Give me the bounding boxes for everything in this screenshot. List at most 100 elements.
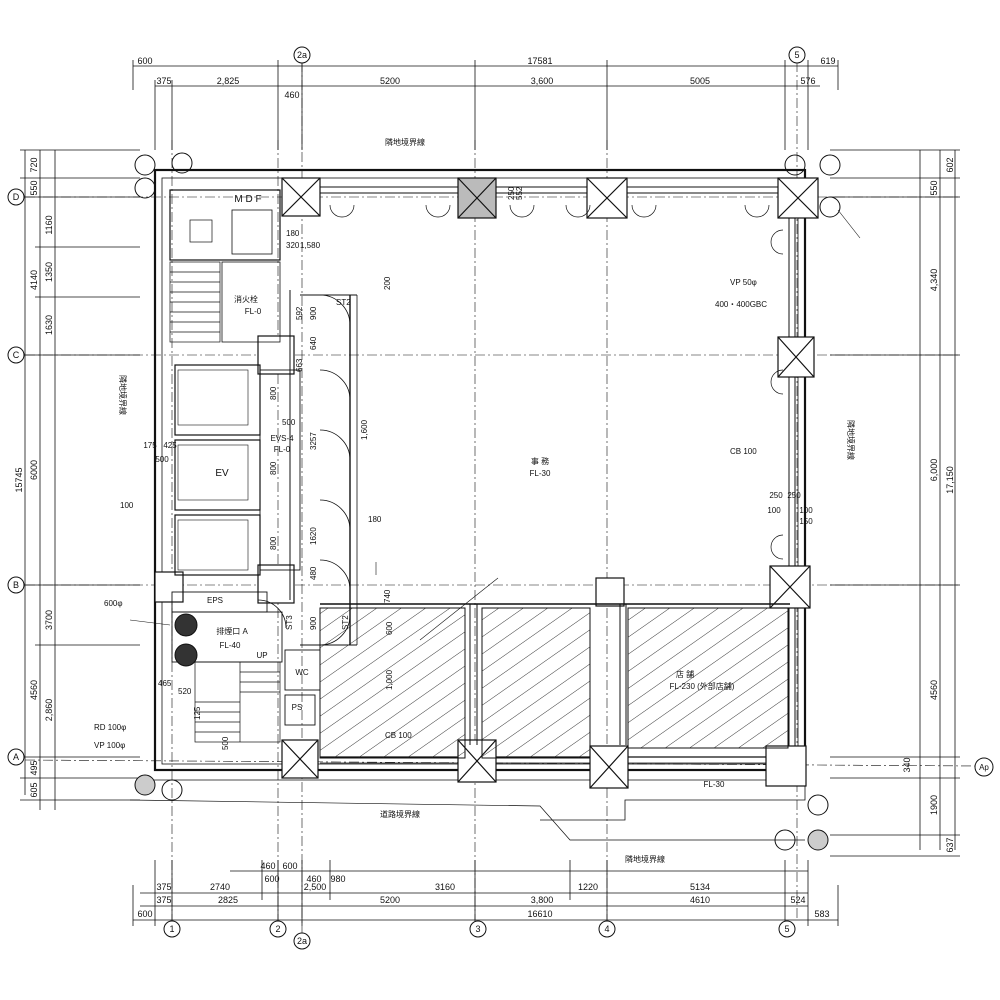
label-d-180b: 180 (368, 515, 382, 524)
corner-circles (134, 152, 841, 851)
window-marks (329, 204, 784, 560)
axis-label-bottom-2: 2 (275, 924, 280, 934)
label-top-boundary: 隣地境界線 (385, 137, 425, 147)
column-d-2a (281, 177, 321, 217)
label-evsa: EVS-4 (270, 434, 294, 443)
label-d-180: 180 (286, 229, 300, 238)
stair-south (194, 661, 281, 743)
dim-bottom-r1-2: 600 (282, 861, 297, 871)
dim-bottom-r3-2: 2740 (210, 882, 230, 892)
dim-left-495: 495 (29, 760, 39, 775)
dim-left-605: 605 (29, 782, 39, 797)
label-d-3257: 3257 (309, 432, 318, 450)
label-up: UP (256, 651, 267, 660)
label-finish-3: CB 100 (730, 447, 757, 456)
annotations: 隣地境界線 道路境界線 隣地境界線 隣地境界線 隣地境界線 VP 50φ 400… (94, 137, 856, 864)
dim-top-460: 460 (284, 90, 299, 100)
label-bottom-boundary: 道路境界線 (380, 809, 420, 819)
leader-lines (129, 209, 861, 641)
label-d-320: 320 (286, 241, 300, 250)
dim-inner-425: 425 (163, 441, 177, 450)
column-d-4 (586, 177, 628, 219)
elevator-1 (174, 364, 261, 436)
dim-left-550: 550 (29, 180, 39, 195)
label-fl40: FL-40 (220, 641, 241, 650)
axis-label-bottom-1: 1 (169, 924, 174, 934)
label-d-1580: 1,580 (300, 241, 321, 250)
dim-right-4560: 4560 (929, 680, 939, 700)
dim-bottom-r3-5: 1220 (578, 882, 598, 892)
dim-bottom-r4-3: 5200 (380, 895, 400, 905)
label-office-fl: FL-30 (530, 469, 551, 478)
dim-bottom-r4-1: 375 (156, 895, 171, 905)
label-fire: 消火栓 (234, 294, 258, 304)
dim-right-6000: 6,000 (929, 459, 939, 482)
label-left-boundary: 隣地境界線 (118, 375, 128, 415)
dim-right-17150: 17,150 (945, 466, 955, 494)
label-note-cb: CB 100 (385, 731, 412, 740)
axis-label-right-ap: Ap (979, 763, 989, 772)
label-rd-100: RD 100φ (94, 723, 126, 732)
dim-bottom-r3-3: 2,500 (304, 882, 327, 892)
label-d-520: 520 (178, 687, 192, 696)
label-d-500b: 500 (221, 736, 230, 750)
axis-bubble-left-a (7, 748, 25, 766)
ps-room (284, 694, 316, 726)
right-dimension-texts: 602 550 4,340 6,000 17,150 4560 1900 637… (902, 157, 955, 852)
dim-left-4560: 4560 (29, 680, 39, 700)
label-fl30-south: FL-30 (704, 780, 725, 789)
label-d-640: 640 (309, 336, 318, 350)
label-mdf: M D F (234, 194, 261, 205)
label-d-552: 552 (515, 186, 524, 200)
mdf-room (169, 189, 281, 261)
label-wc: WC (295, 668, 309, 677)
dim-top-right-overhang: 619 (820, 56, 835, 66)
elevator-3 (174, 514, 261, 576)
dim-bottom-r3-6: 5134 (690, 882, 710, 892)
label-st-3: ST3 (285, 615, 294, 630)
label-finish-1: VP 50φ (730, 278, 757, 287)
axis-label-top-5: 5 (794, 50, 799, 60)
dim-right-602: 602 (945, 157, 955, 172)
dim-top-4: 3,600 (531, 76, 554, 86)
label-d-800c: 800 (269, 536, 278, 550)
axis-labels: 2a 5 1 2 2a 3 4 5 D C B A Ap (13, 50, 990, 946)
axis-label-left-a: A (13, 752, 19, 762)
label-st-1: ST2 (336, 298, 351, 307)
axis-bubble-bottom-2a (293, 932, 311, 950)
dim-inner-100b: 100 (799, 506, 813, 515)
dim-inner-175: 175 (143, 441, 157, 450)
label-vp-600: 600φ (104, 599, 123, 608)
dim-bottom-r2-3: 980 (330, 874, 345, 884)
dim-bottom-r1-1: 460 (260, 861, 275, 871)
axis-label-left-c: C (13, 350, 20, 360)
dimension-texts: 600 17581 619 375 2,825 5200 3,600 5005 … (137, 56, 835, 919)
label-office: 事 務 (531, 456, 549, 466)
column-b-4 (595, 577, 625, 607)
label-st-2: ST2 (341, 615, 350, 630)
dim-left-1160: 1160 (44, 215, 54, 234)
label-st-1600: 1,600 (360, 419, 369, 440)
dim-inner-250a: 250 (769, 491, 783, 500)
axis-bubble-bottom-5 (778, 920, 796, 938)
axis-bubble-top-5 (788, 46, 806, 64)
dim-left-15745: 15745 (14, 467, 24, 492)
dim-top-left-overhang: 600 (137, 56, 152, 66)
column-c-5 (777, 336, 815, 378)
axis-label-bottom-3: 3 (475, 924, 480, 934)
dim-bottom-left-overhang: 600 (137, 909, 152, 919)
dim-inner-250b: 250 (787, 491, 801, 500)
label-d-800b: 800 (269, 461, 278, 475)
label-right-boundary: 隣地境界線 (846, 420, 856, 460)
dim-bottom-r3-1: 375 (156, 882, 171, 892)
pipe-markers (174, 613, 198, 667)
dim-right-1900: 1900 (929, 795, 939, 815)
label-eps: EPS (207, 596, 223, 605)
label-d-480: 480 (309, 566, 318, 580)
axis-bubble-left-b (7, 576, 25, 594)
label-fl0: FL-0 (245, 307, 262, 316)
label-d-740: 740 (383, 589, 392, 603)
dim-inner-500: 500 (155, 455, 169, 464)
axis-label-left-b: B (13, 580, 19, 590)
label-bottom-boundary-2: 隣地境界線 (625, 854, 665, 864)
